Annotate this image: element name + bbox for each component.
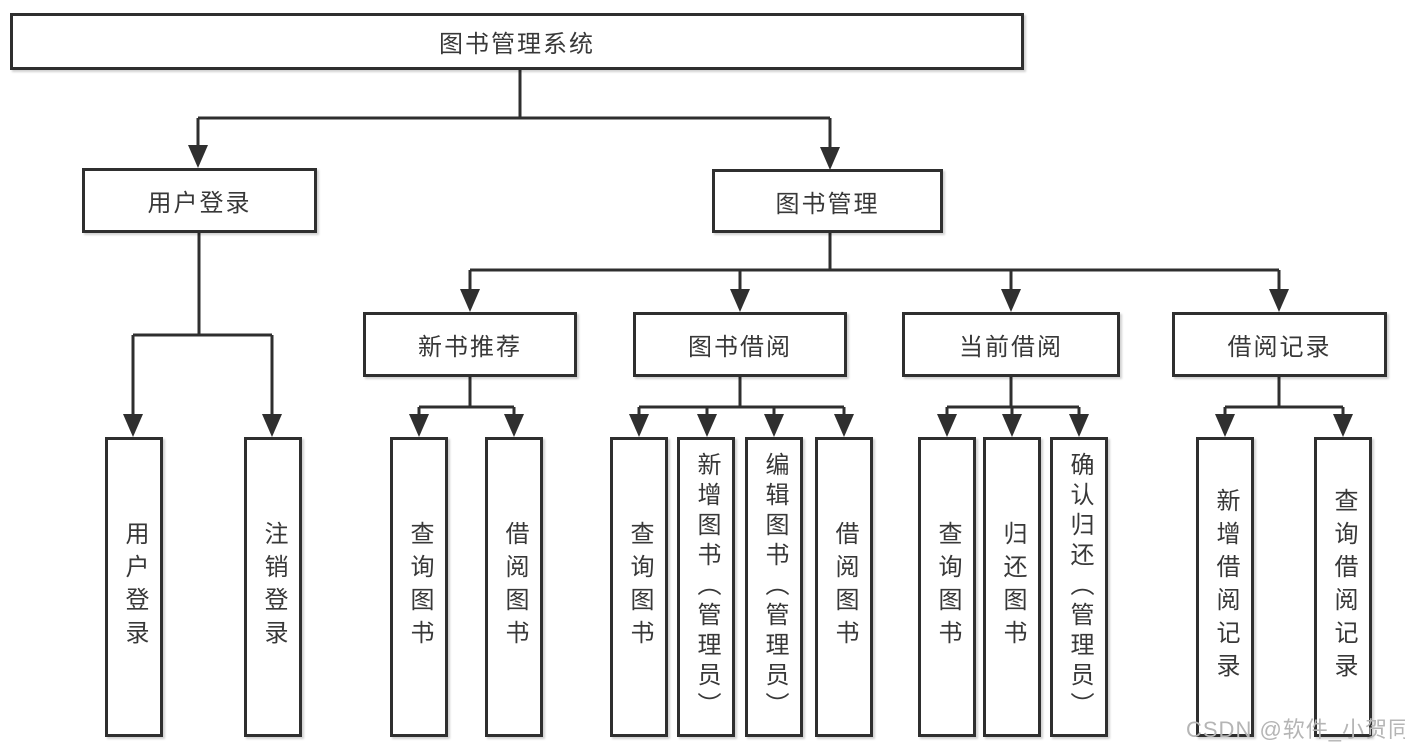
leaf-recommend-query-book-label: 查询图书 xyxy=(406,521,433,653)
node-book-management-label: 图书管理 xyxy=(775,190,880,218)
leaf-edit-book-admin: 编辑图书（管理员） xyxy=(745,437,803,737)
node-new-book-recommend-label: 新书推荐 xyxy=(418,334,522,361)
node-current-borrow: 当前借阅 xyxy=(902,312,1120,377)
node-borrow-records-label: 借阅记录 xyxy=(1227,334,1332,361)
leaf-borrow-book-label: 借阅图书 xyxy=(831,521,858,653)
leaf-logout: 注销登录 xyxy=(244,437,302,737)
leaf-recommend-borrow-book: 借阅图书 xyxy=(485,437,543,737)
leaf-confirm-return-admin-label: 确认归还（管理员） xyxy=(1066,452,1093,722)
node-current-borrow-label: 当前借阅 xyxy=(959,334,1063,361)
node-borrow-records: 借阅记录 xyxy=(1172,312,1387,377)
leaf-user-login: 用户登录 xyxy=(105,437,163,737)
leaf-add-borrow-record-label: 新增借阅记录 xyxy=(1212,488,1239,686)
leaf-borrow-query-book-label: 查询图书 xyxy=(626,521,653,653)
node-book-management: 图书管理 xyxy=(712,169,943,233)
leaf-logout-label: 注销登录 xyxy=(260,521,287,653)
leaf-current-query-book-label: 查询图书 xyxy=(934,521,961,653)
node-root-system-label: 图书管理系统 xyxy=(439,31,595,58)
node-user-login-label: 用户登录 xyxy=(147,190,252,217)
leaf-edit-book-admin-label: 编辑图书（管理员） xyxy=(761,452,788,722)
leaf-recommend-query-book: 查询图书 xyxy=(390,437,448,737)
leaf-add-borrow-record: 新增借阅记录 xyxy=(1196,437,1254,737)
leaf-borrow-query-book: 查询图书 xyxy=(610,437,668,737)
node-root-system: 图书管理系统 xyxy=(10,13,1024,70)
leaf-query-borrow-record: 查询借阅记录 xyxy=(1314,437,1372,737)
csdn-watermark: CSDN @软件_小贺同学 xyxy=(1186,717,1405,742)
leaf-recommend-borrow-book-label: 借阅图书 xyxy=(501,521,528,653)
node-user-login: 用户登录 xyxy=(82,168,317,233)
leaf-confirm-return-admin: 确认归还（管理员） xyxy=(1050,437,1108,737)
leaf-user-login-label: 用户登录 xyxy=(121,521,148,653)
node-book-borrow-label: 图书借阅 xyxy=(688,334,792,361)
leaf-return-book: 归还图书 xyxy=(983,437,1041,737)
leaf-current-query-book: 查询图书 xyxy=(918,437,976,737)
leaf-return-book-label: 归还图书 xyxy=(999,521,1026,653)
node-new-book-recommend: 新书推荐 xyxy=(363,312,577,377)
leaf-borrow-book: 借阅图书 xyxy=(815,437,873,737)
node-book-borrow: 图书借阅 xyxy=(633,312,847,377)
leaf-add-book-admin: 新增图书（管理员） xyxy=(677,437,735,737)
leaf-add-book-admin-label: 新增图书（管理员） xyxy=(693,452,720,722)
leaf-query-borrow-record-label: 查询借阅记录 xyxy=(1330,488,1357,686)
